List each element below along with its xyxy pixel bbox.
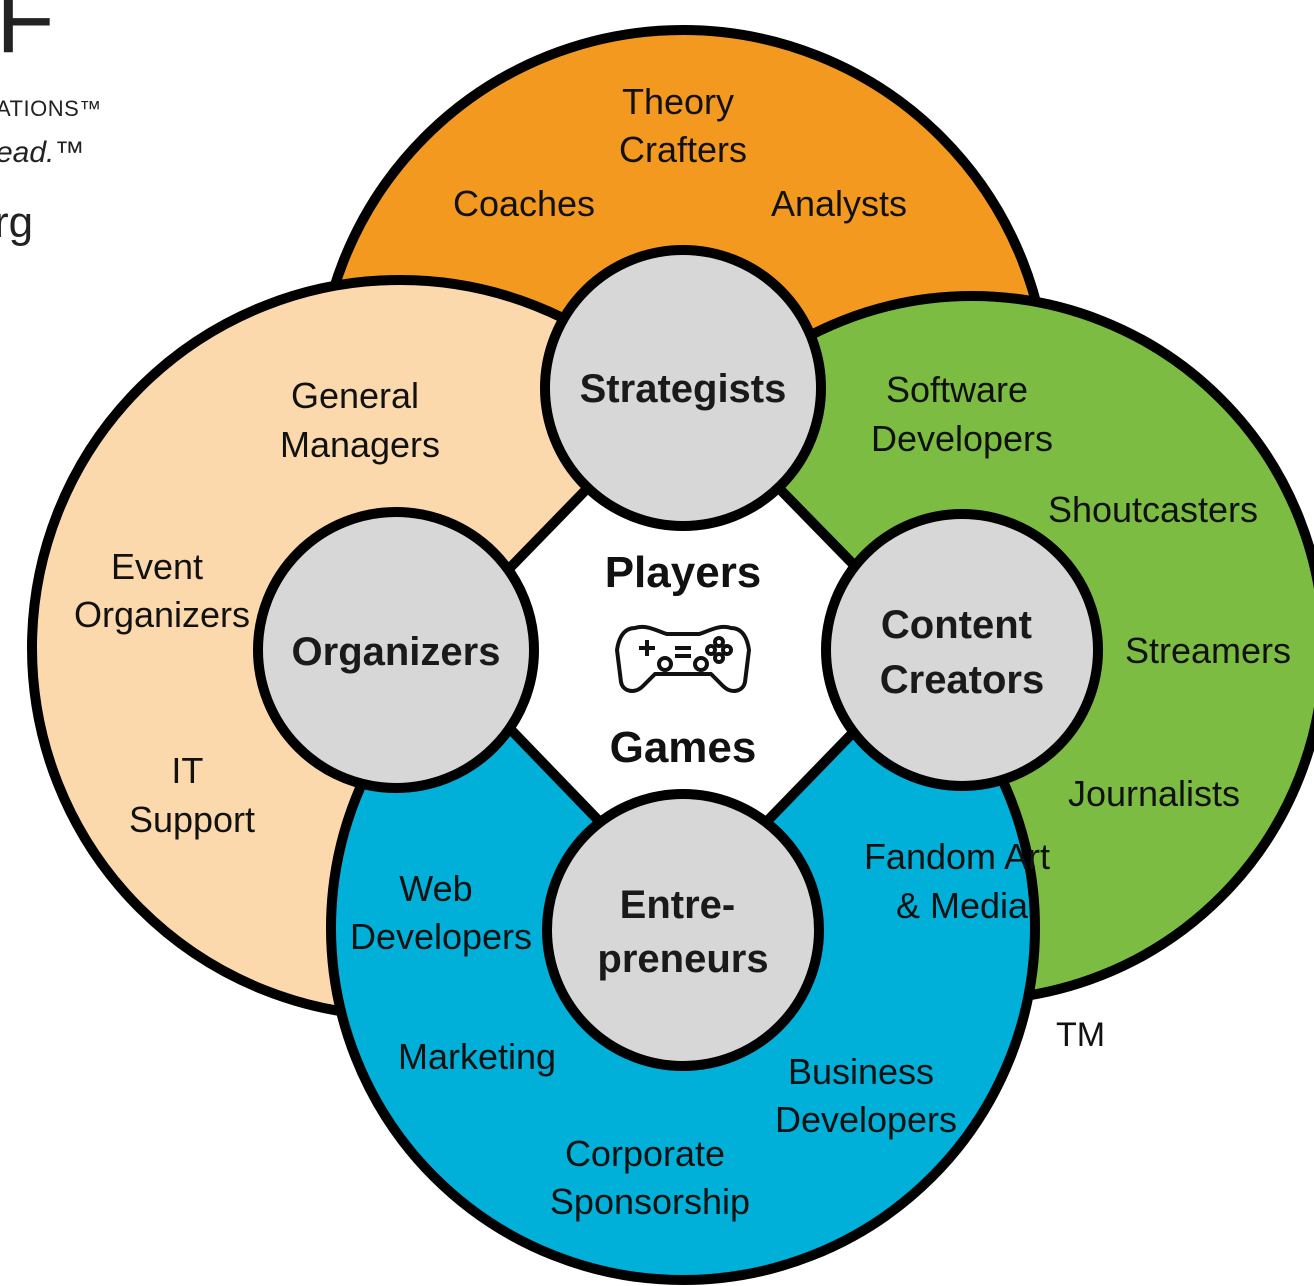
- hub-right-circle: [821, 509, 1103, 791]
- hub-bottom-circle: [542, 789, 824, 1071]
- center-players-label: Players: [605, 548, 762, 597]
- hub-entrepreneurs-label: Entre- preneurs: [597, 883, 768, 981]
- label-software-developers: Software Developers: [871, 369, 1053, 459]
- hub-strategists-label: Strategists: [580, 367, 787, 411]
- label-journalists: Journalists: [1068, 773, 1240, 814]
- label-general-managers: General Managers: [280, 375, 440, 465]
- corner-text-fragment-1: ATIONS™: [0, 96, 102, 121]
- corner-logo-fragment: F: [0, 0, 55, 73]
- gamepad-icon: [615, 624, 751, 693]
- label-shoutcasters: Shoutcasters: [1048, 489, 1258, 530]
- label-fandom-art-media: Fandom Art & Media: [864, 836, 1060, 926]
- label-streamers: Streamers: [1125, 630, 1291, 671]
- label-corporate-sponsorship: Corporate Sponsorship: [550, 1133, 750, 1222]
- center-games-label: Games: [610, 723, 757, 772]
- hub-content-creators-label: Content Creators: [880, 603, 1045, 702]
- hub-left-circle: [253, 507, 539, 793]
- label-event-organizers: Event Organizers: [74, 546, 250, 635]
- label-analysts: Analysts: [771, 183, 907, 224]
- label-marketing: Marketing: [398, 1036, 556, 1077]
- label-business-developers: Business Developers: [775, 1051, 957, 1140]
- hub-organizers-label: Organizers: [292, 630, 501, 674]
- label-it-support: IT Support: [129, 750, 255, 840]
- corner-text-fragment-3: rg: [0, 198, 34, 247]
- label-theory-crafters: Theory Crafters: [619, 81, 747, 170]
- trademark-mark: TM: [1056, 1016, 1106, 1054]
- label-web-developers: Web Developers: [350, 868, 532, 957]
- hub-top-circle: [540, 245, 826, 531]
- label-coaches: Coaches: [453, 183, 595, 224]
- corner-text-fragment-2: ead.™: [0, 136, 85, 169]
